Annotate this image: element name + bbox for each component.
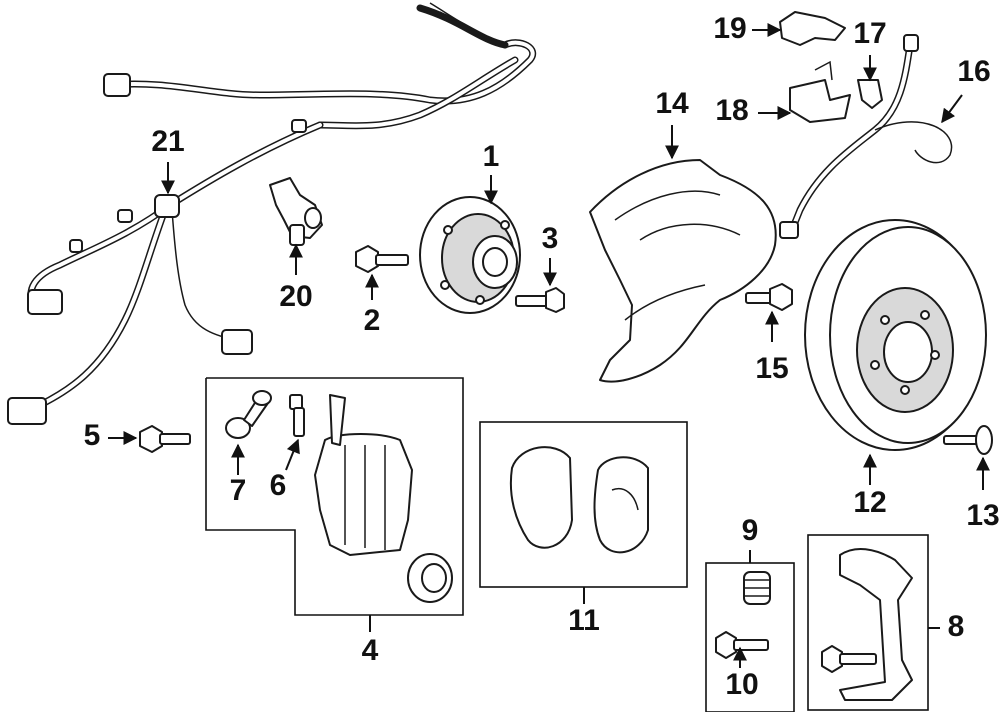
callout-13: 13 — [966, 499, 999, 532]
splash-shield-part-14 — [589, 159, 777, 383]
leader-lines — [108, 23, 990, 668]
callout-17: 17 — [853, 17, 886, 50]
callout-15: 15 — [755, 352, 788, 385]
wiring-harness-part-21 — [7, 2, 536, 425]
bushing-part-9 — [743, 571, 771, 605]
caliper-bracket-box — [807, 534, 929, 711]
caliper-assembly-box — [205, 377, 464, 616]
bolt-part-15 — [745, 283, 793, 311]
callout-14: 14 — [655, 87, 689, 120]
callout-16: 16 — [957, 55, 990, 88]
brake-hose-part-16 — [779, 34, 953, 239]
bracket-part-19 — [779, 11, 846, 46]
abs-sensor-part-20 — [269, 177, 323, 246]
callout-21: 21 — [151, 125, 184, 158]
callout-10: 10 — [725, 668, 758, 701]
callout-7: 7 — [230, 474, 247, 507]
callout-labels: 1 2 3 4 5 6 7 8 9 10 11 12 13 14 15 16 1… — [84, 12, 1000, 701]
brake-rotor-part-12 — [804, 219, 987, 451]
guide-pin-part-6 — [289, 394, 305, 437]
callout-6: 6 — [270, 469, 287, 502]
caliper-bracket-part-8 — [821, 548, 913, 701]
callout-2: 2 — [364, 304, 381, 337]
bolt-part-5 — [139, 425, 191, 453]
screw-part-13 — [943, 425, 993, 455]
caliper-part-4 — [314, 394, 453, 603]
bolt-part-10 — [715, 631, 769, 659]
callout-3: 3 — [542, 222, 559, 255]
callout-1: 1 — [483, 140, 500, 173]
callout-5: 5 — [84, 419, 101, 452]
brake-pads-part-11 — [509, 446, 649, 554]
bolt-part-3 — [515, 287, 565, 313]
brake-pads-box — [479, 421, 688, 588]
callout-9: 9 — [742, 514, 759, 547]
clip-part-17 — [857, 79, 883, 109]
callout-18: 18 — [715, 94, 748, 127]
callout-8: 8 — [948, 610, 965, 643]
callout-20: 20 — [279, 280, 312, 313]
bolt-part-2 — [355, 245, 409, 273]
callout-11: 11 — [568, 604, 600, 637]
callout-12: 12 — [853, 486, 886, 519]
callout-4: 4 — [362, 634, 379, 667]
bracket-part-18 — [789, 60, 851, 123]
wheel-hub-part-1 — [419, 196, 521, 314]
boot-part-7 — [225, 390, 272, 439]
callout-19: 19 — [713, 12, 746, 45]
